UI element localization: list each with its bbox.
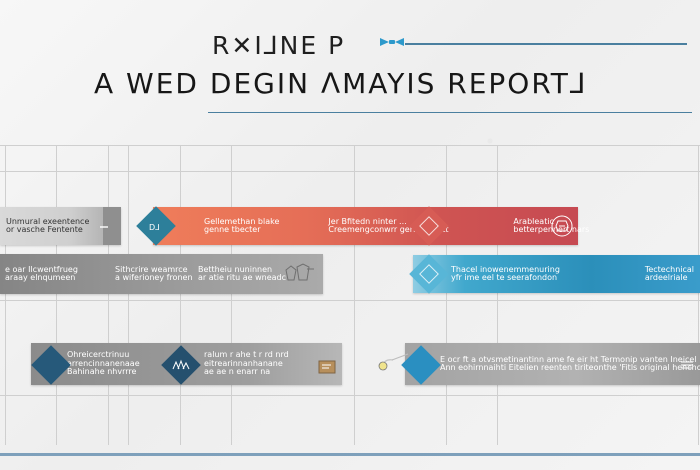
orange-red-marker-label: D⅃ (149, 223, 160, 232)
gray-task-bar-b-right-line-2: ar atie ritu ae wneadc (198, 273, 287, 282)
orange-red-right-line-1: Arableatic (513, 216, 554, 226)
grid-line-v1 (5, 145, 6, 445)
orange-red-right-line-2: betterpennert nars (513, 225, 590, 234)
gray-task-bar-b-middle-line-2: a wiferioney fronen (115, 273, 193, 282)
grid-line-v6 (231, 145, 232, 445)
blue-task-bar-left-line-2: yfr ime eel te seerafondon (451, 273, 558, 282)
grid-line-v5 (180, 145, 181, 445)
grid-line-v2 (56, 145, 57, 445)
gray-task-bar-c-middle-line-2: eitrearinnanhanane (204, 358, 283, 368)
blue-task-bar: Thacel inowenemmenuring yfr ime eel te s… (413, 255, 700, 293)
gray-task-bar-c-middle-line-3: ae ae n enarr na (204, 367, 271, 377)
grid-line-lower (0, 300, 700, 301)
waves-icon (172, 359, 190, 370)
gray-task-bar-c-left-line-3: Bahinahe nhvrrre (67, 367, 137, 377)
title-divider-bottom (0, 453, 700, 456)
orange-red-left-line-1: Gellemethan blake (204, 216, 280, 226)
gray-task-bar-d-line-2: Ann eohirnnaihti Eitelien reenten tirite… (440, 363, 700, 372)
grid-line-v4 (128, 145, 129, 445)
gray-task-bar-c-middle-line-1: ralum r ahe t r rd nrd (204, 350, 289, 360)
flag-knot-icon (380, 38, 404, 46)
gray-task-bar-c-left-line-1: Ohreicerctrinuu (67, 350, 130, 360)
grid-line-mid (0, 171, 700, 172)
grid-line-v10 (698, 145, 699, 445)
gray-task-bar-b-middle-line-1: Sithcrire weamrce (115, 264, 188, 274)
menu-lines-icon (681, 361, 693, 369)
grid-line-bottom (0, 395, 700, 396)
gray-task-bar-b-left-line-1: e oar Ilcwentfrueg (5, 264, 78, 274)
sword-icon (378, 353, 409, 371)
gray-task-bar-b: e oar Ilcwentfrueg araay elnqumeen Sithc… (0, 254, 323, 294)
grid-line-v8 (446, 145, 447, 445)
grid-line-top (0, 145, 700, 146)
minus-marker-icon (100, 226, 108, 228)
apparel-icon (285, 263, 314, 281)
orange-red-middle-line-2: Creemengconwrr gerfocaniett (328, 225, 449, 234)
title-divider-middle (208, 112, 692, 113)
grid-line-v7 (354, 145, 355, 445)
orange-red-left-line-2: genne tbecter (204, 225, 261, 234)
gray-task-bar-d: E ocr ft a otvsmetinantinn ame fe eir ht… (405, 343, 700, 385)
blue-task-bar-left-line-1: Thacel inowenemmenuring (451, 264, 560, 274)
page-title-line-1: R✕I⅃NE P (212, 31, 346, 60)
hexagon-icon (551, 215, 573, 237)
gray-task-bar-b-left-line-2: araay elnqumeen (5, 273, 76, 282)
tag-icon (318, 360, 336, 374)
grid-line-v9 (497, 145, 498, 445)
orange-red-task-bar: Gellemethan blake genne tbecter Jer Bfit… (153, 207, 590, 245)
page-title-line-2: A WED DEGIN ᐱMAYIS REPORT⅃ (94, 67, 588, 100)
gray-task-bar-d-line-1: E ocr ft a otvsmetinantinn ame fe eir ht… (440, 354, 697, 364)
blue-task-bar-right-line-1: Tectechnical (644, 264, 695, 274)
gray-task-bar-a-line-2: or vasche Fentente (6, 225, 83, 234)
gray-task-bar-c-left-line-2: arrencinnanenaae (67, 358, 140, 368)
orange-red-middle-line-1: Jer Bfitedn ninter ... (328, 216, 407, 226)
gray-task-bar-a-line-1: Unmural exeentence (6, 216, 90, 226)
title-divider-top (405, 43, 687, 45)
gray-task-bar-b-right-line-1: Bettheiu nuninnen (198, 264, 273, 274)
grid-line-v3 (108, 145, 109, 445)
gray-task-bar-a: Unmural exeentence or vasche Fentente (0, 207, 121, 245)
blue-task-bar-right-line-2: ardeelriale (644, 273, 688, 282)
